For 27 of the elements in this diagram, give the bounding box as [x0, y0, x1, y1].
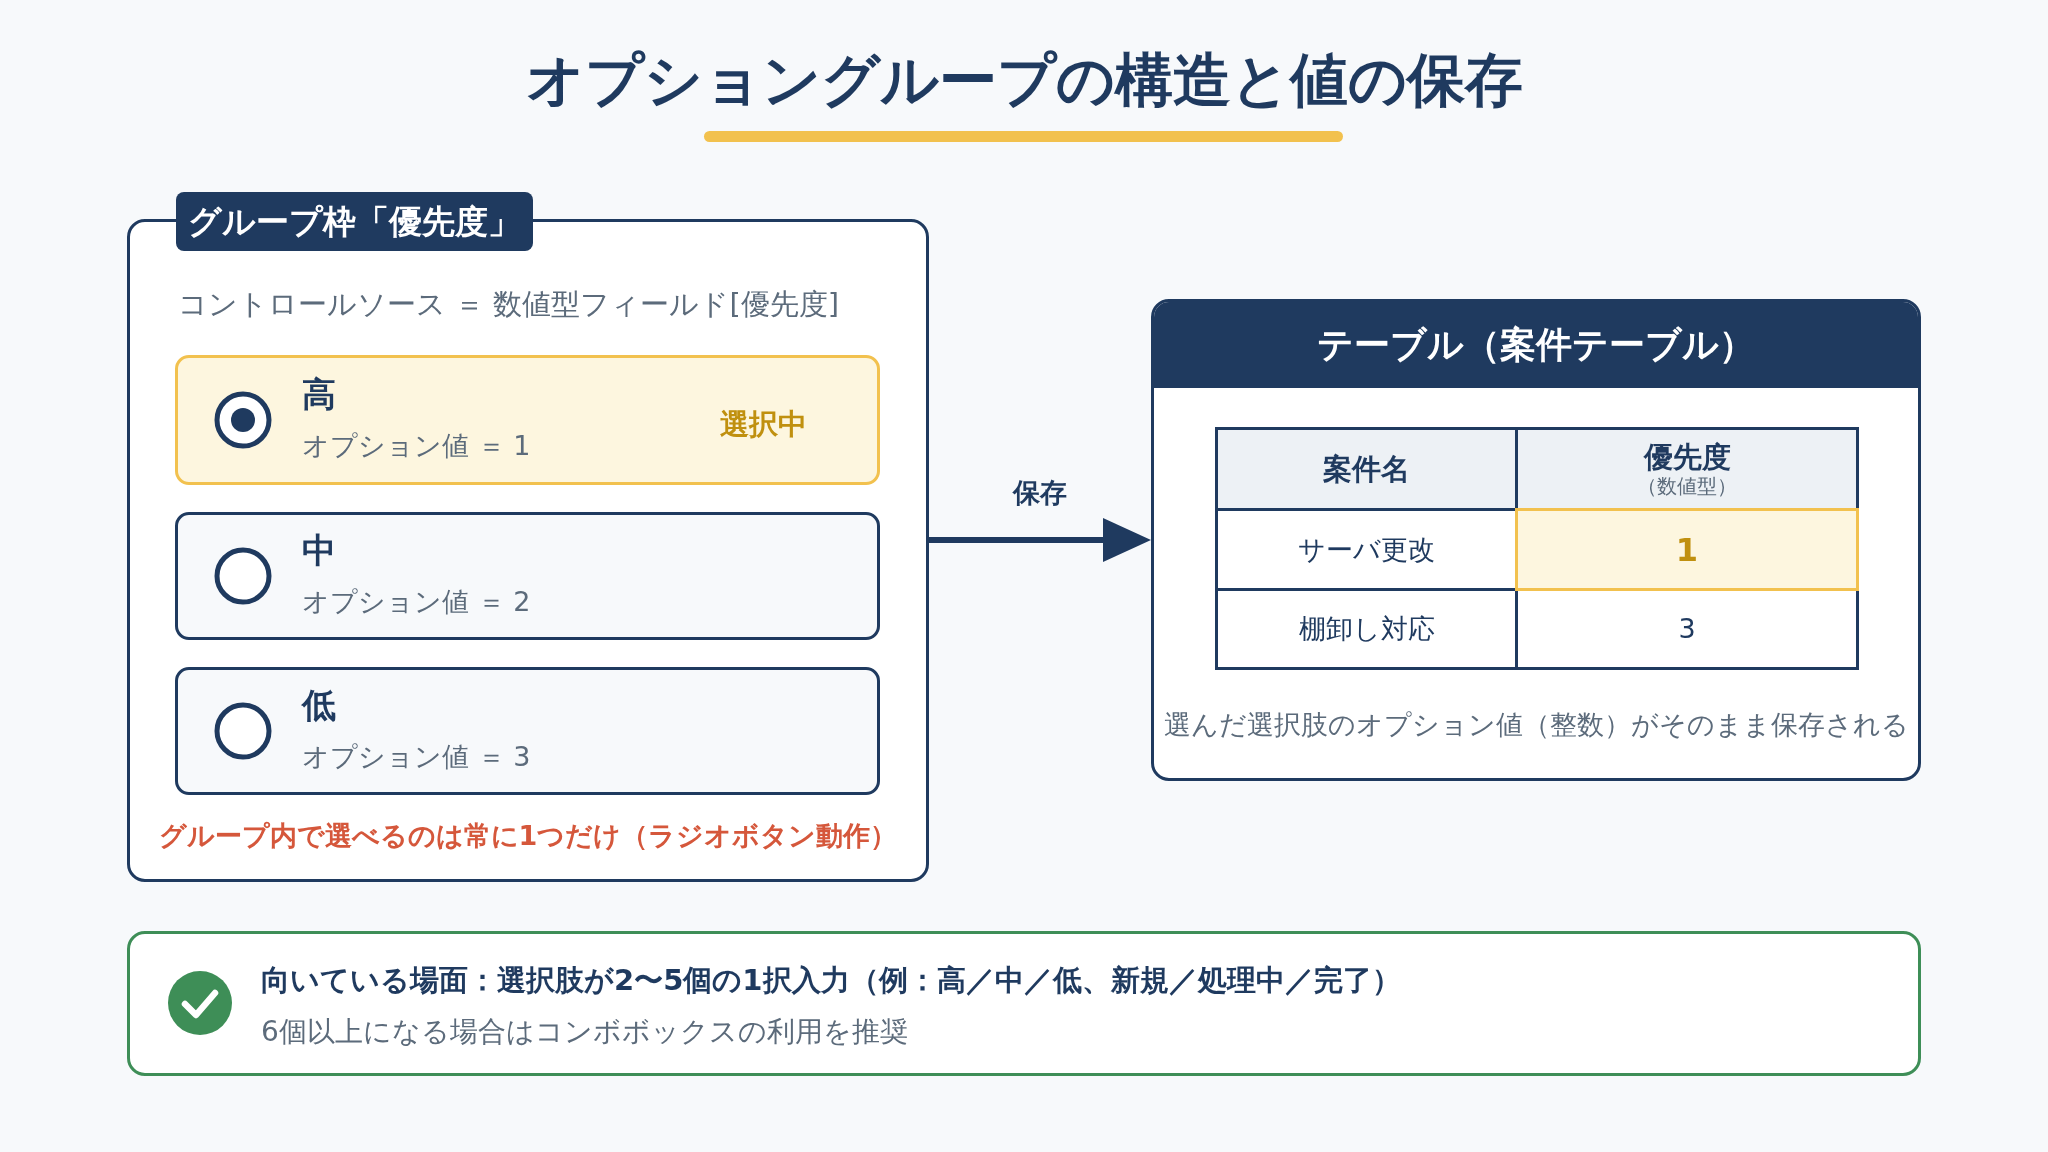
option-label: 高: [302, 373, 336, 415]
note-text: グループ内で選べるのは常に1つだけ（ラジオボタン動作）: [158, 819, 898, 853]
caption-text: 選んだ選択肢のオプション値（整数）がそのまま保存される: [1163, 708, 1909, 742]
table-panel: [1151, 299, 1921, 781]
diagram-title: オプショングループの構造と値の保存: [525, 45, 1523, 116]
option-label: 低: [302, 684, 336, 726]
option-label: 中: [302, 529, 336, 571]
status-text: 選択中: [720, 406, 807, 442]
panel-header: テーブル（案件テーブル）: [1154, 302, 1918, 388]
option-card: [175, 355, 880, 485]
table-cell: 棚卸し対応: [1215, 588, 1518, 670]
option-value-text: オプション値 ＝ 2: [302, 585, 531, 619]
header-text: 優先度: [1643, 440, 1731, 474]
option-value-text: オプション値 ＝ 1: [302, 429, 531, 463]
option-card: [175, 667, 880, 795]
table-header-cell: 案件名: [1215, 427, 1518, 511]
option-value-text: オプション値 ＝ 3: [302, 740, 531, 774]
highlighted-cell: 1: [1515, 508, 1859, 591]
arrow: [929, 518, 1151, 562]
option-card: [175, 512, 880, 640]
tip-text: 6個以上になる場合はコンボボックスの利用を推奨: [261, 1014, 908, 1050]
type-note: （数値型）: [1637, 474, 1737, 498]
table-cell: 3: [1515, 588, 1859, 670]
control-source-text: コントロールソース ＝ 数値型フィールド[優先度]: [178, 286, 840, 322]
tip-heading: 向いている場面：選択肢が2〜5個の1択入力（例：高／中／低、新規／処理中／完了）: [261, 962, 1401, 998]
tip-box: [127, 931, 1921, 1076]
heading-tab: グループ枠「優先度」: [176, 192, 533, 251]
